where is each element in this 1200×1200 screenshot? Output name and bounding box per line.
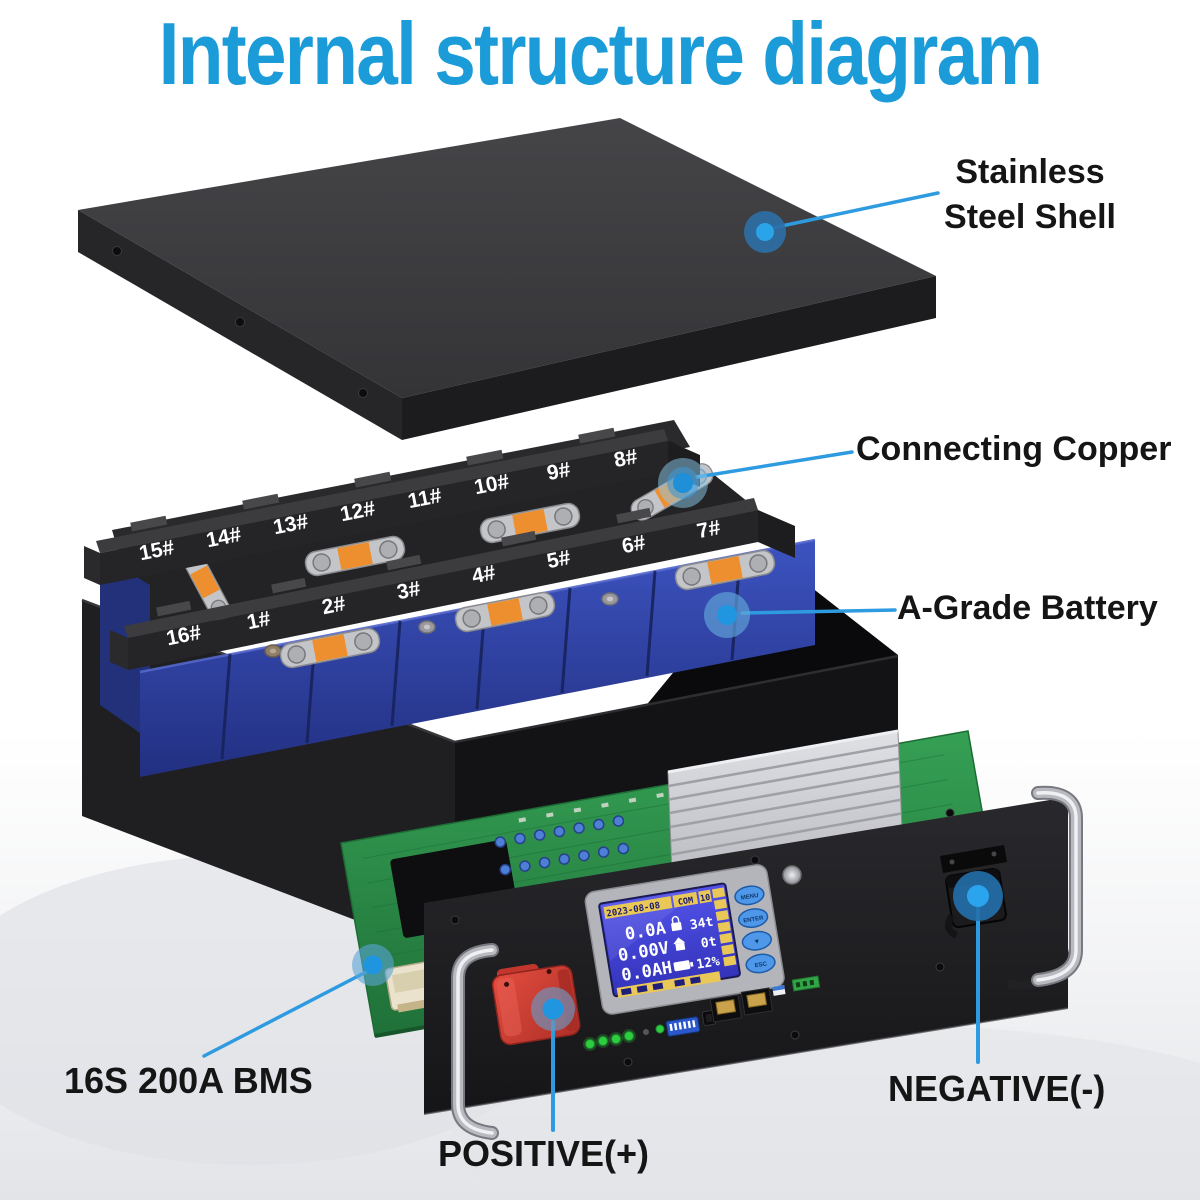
cell-label: 5#	[545, 546, 573, 573]
lock-icon	[671, 915, 680, 924]
rj45-port	[709, 994, 743, 1023]
label-stainless-steel-shell: Stainless Steel Shell	[935, 150, 1125, 240]
busbars	[178, 463, 776, 669]
menu-button-label: MENU	[741, 893, 759, 902]
comm-terminal-block	[791, 975, 821, 992]
label-a-grade-battery: A-Grade Battery	[897, 589, 1158, 627]
leader-copper	[695, 450, 854, 479]
label-connecting-copper: Connecting Copper	[856, 430, 1172, 468]
busbar-strip-front: 16# 1# 2# 3# 4# 5# 6# 7#	[110, 498, 795, 670]
down-button-label: ▼	[753, 938, 761, 946]
label-stainless-line1: Stainless	[955, 153, 1105, 191]
lock-icon-body	[671, 921, 682, 932]
lid-screw	[358, 388, 368, 398]
callout-dots	[352, 211, 1003, 1031]
battery-pack: 15# 14# 13# 12# 11# 10# 9# 8# 16# 1# 2# …	[84, 420, 816, 777]
esc-button-label: ESC	[754, 961, 768, 969]
lid-screw	[112, 246, 122, 256]
busbar	[304, 535, 406, 577]
marker-dot-copper	[658, 458, 708, 508]
enter-button-label: ENTER	[743, 915, 765, 924]
lcd-temp2: 0t	[700, 934, 718, 951]
busbar	[479, 502, 581, 544]
stainless-steel-shell	[78, 118, 936, 440]
marker-dot-negative	[953, 871, 1003, 921]
front-panel: 2023-08-08 COM 10 0.0A 0.00V 0.0AH 34t 0…	[423, 785, 1083, 1140]
label-positive: POSITIVE(+)	[438, 1133, 650, 1174]
leader-battery	[740, 608, 897, 615]
busbar-strip-back: 15# 14# 13# 12# 11# 10# 9# 8#	[84, 427, 700, 585]
cell-label: 2#	[320, 592, 348, 619]
rj45-port	[740, 987, 774, 1016]
lcd-com-value: 10	[699, 893, 711, 905]
enter-button	[737, 908, 769, 929]
lcd-com-label: COM	[677, 896, 694, 908]
cell-label: 8#	[612, 445, 640, 472]
panel-stud	[782, 865, 802, 885]
right-handle	[1031, 785, 1083, 987]
page-title: Internal structure diagram	[158, 4, 1043, 103]
label-bms: 16S 200A BMS	[64, 1060, 313, 1101]
marker-dot-battery	[704, 592, 750, 638]
lcd-icons	[671, 915, 694, 972]
busbar	[454, 591, 556, 633]
house-icon	[673, 937, 686, 945]
cell-label: 6#	[620, 531, 648, 558]
dip-switch	[665, 1016, 701, 1037]
cell-label: 1#	[245, 607, 273, 634]
menu-button	[734, 885, 765, 906]
lcd-buttons: MENU ENTER ▼ ESC	[734, 885, 776, 974]
sd-slot	[772, 985, 786, 996]
marker-dot-stainless	[744, 211, 786, 253]
cell-label: 7#	[695, 516, 723, 543]
left-handle	[451, 943, 499, 1140]
leader-stainless	[770, 191, 940, 230]
down-button	[741, 930, 772, 951]
label-negative: NEGATIVE(-)	[888, 1068, 1106, 1109]
cell-label: 4#	[470, 561, 498, 588]
busbar	[279, 627, 381, 669]
marker-dot-bms	[352, 944, 394, 986]
lcd-segment-column	[711, 887, 737, 967]
esc-button	[745, 953, 776, 974]
lcd-status-ticks	[620, 976, 701, 996]
reset-button	[701, 1009, 717, 1027]
lid-screw	[235, 317, 245, 327]
marker-dot-positive	[531, 987, 575, 1031]
status-leds	[583, 1024, 665, 1051]
leader-lines	[202, 191, 980, 1132]
lcd-module: 2023-08-08 COM 10 0.0A 0.00V 0.0AH 34t 0…	[584, 864, 785, 1015]
busbar	[674, 549, 776, 591]
cell-label: 3#	[395, 577, 423, 604]
lcd-temp1: 34t	[689, 915, 715, 934]
panel-screws	[450, 808, 955, 1094]
label-stainless-line2: Steel Shell	[944, 198, 1116, 236]
cell-label: 9#	[545, 458, 573, 485]
lcd-soc: 12%	[695, 954, 721, 973]
battery-icon	[673, 960, 691, 972]
leader-bms	[202, 970, 368, 1058]
